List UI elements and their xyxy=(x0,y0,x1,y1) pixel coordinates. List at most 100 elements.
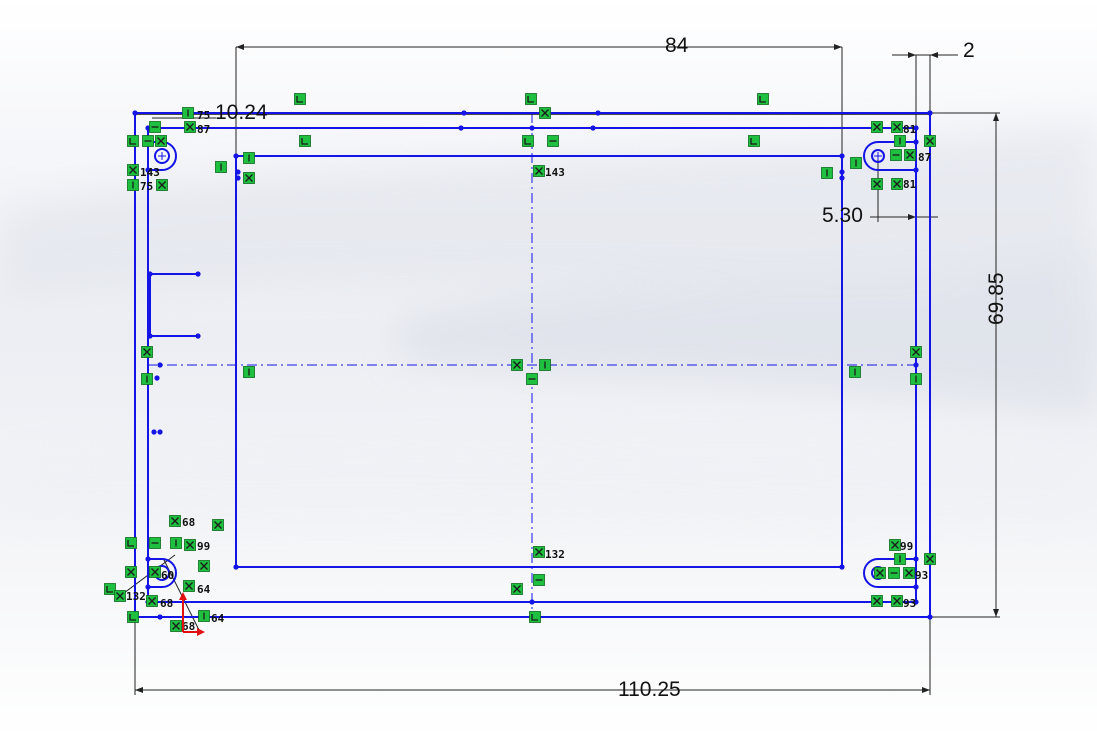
vertical-icon[interactable] xyxy=(182,107,194,119)
tangent-icon[interactable] xyxy=(511,583,523,595)
coincident-icon[interactable] xyxy=(529,611,541,623)
tangent-icon[interactable] xyxy=(871,595,883,607)
dimension-84[interactable]: 84 xyxy=(665,34,689,57)
sketch-point[interactable] xyxy=(913,125,919,131)
sketch-point[interactable] xyxy=(927,614,933,620)
tangent-icon[interactable] xyxy=(871,178,883,190)
tangent-icon[interactable] xyxy=(198,560,210,572)
sketch-point[interactable] xyxy=(233,564,239,570)
coincident-icon[interactable] xyxy=(104,583,116,595)
sketch-point[interactable] xyxy=(458,125,464,131)
sketch-point[interactable] xyxy=(590,125,596,131)
sketch-point[interactable] xyxy=(235,175,241,181)
vertical-icon[interactable] xyxy=(894,135,906,147)
horizontal-icon[interactable] xyxy=(149,121,161,133)
sketch-point[interactable] xyxy=(913,556,919,562)
tangent-icon[interactable] xyxy=(924,553,936,565)
sketch-point[interactable] xyxy=(195,271,201,277)
sketch-point[interactable] xyxy=(145,556,151,562)
tangent-icon[interactable] xyxy=(903,567,915,579)
sketch-point[interactable] xyxy=(913,167,919,173)
coincident-icon[interactable] xyxy=(294,93,306,105)
vertical-icon[interactable] xyxy=(215,161,227,173)
vertical-icon[interactable] xyxy=(243,152,255,164)
tangent-icon[interactable] xyxy=(874,567,886,579)
tangent-icon[interactable] xyxy=(910,346,922,358)
horizontal-icon[interactable] xyxy=(547,135,559,147)
sketch-point[interactable] xyxy=(913,362,919,368)
dimension-10-24[interactable]: 10.24 xyxy=(215,101,268,124)
vertical-icon[interactable] xyxy=(539,359,551,371)
hole-top-left[interactable] xyxy=(154,148,170,164)
slot-bottom-left[interactable] xyxy=(148,558,177,588)
coincident-icon[interactable] xyxy=(127,135,139,147)
coincident-icon[interactable] xyxy=(525,93,537,105)
tangent-icon[interactable] xyxy=(141,346,153,358)
tangent-icon[interactable] xyxy=(891,595,903,607)
sketch-point[interactable] xyxy=(529,125,535,131)
tangent-icon[interactable] xyxy=(156,179,168,191)
tangent-icon[interactable] xyxy=(212,519,224,531)
tangent-icon[interactable] xyxy=(127,164,139,176)
tangent-icon[interactable] xyxy=(125,566,137,578)
sketch-point[interactable] xyxy=(839,564,845,570)
tangent-icon[interactable] xyxy=(904,149,916,161)
vertical-icon[interactable] xyxy=(849,366,861,378)
sketch-point[interactable] xyxy=(595,110,601,116)
tangent-icon[interactable] xyxy=(539,107,551,119)
sketch-point[interactable] xyxy=(145,167,151,173)
left-bracket[interactable] xyxy=(149,273,198,337)
sketch-point[interactable] xyxy=(154,375,160,381)
tangent-icon[interactable] xyxy=(533,546,545,558)
tangent-icon[interactable] xyxy=(114,590,126,602)
coincident-icon[interactable] xyxy=(522,135,534,147)
hole-top-right[interactable] xyxy=(871,149,885,163)
coincident-icon[interactable] xyxy=(748,135,760,147)
sketch-point[interactable] xyxy=(913,584,919,590)
tangent-icon[interactable] xyxy=(243,172,255,184)
tangent-icon[interactable] xyxy=(891,121,903,133)
vertical-icon[interactable] xyxy=(243,366,255,378)
window-rectangle[interactable] xyxy=(235,155,843,568)
sketch-point[interactable] xyxy=(147,333,153,339)
tangent-icon[interactable] xyxy=(889,539,901,551)
vertical-icon[interactable] xyxy=(850,157,862,169)
horizontal-icon[interactable] xyxy=(149,537,161,549)
coincident-icon[interactable] xyxy=(125,537,137,549)
coincident-icon[interactable] xyxy=(757,93,769,105)
tangent-icon[interactable] xyxy=(149,566,161,578)
tangent-icon[interactable] xyxy=(184,121,196,133)
slot-top-right[interactable] xyxy=(863,141,916,171)
sketch-point[interactable] xyxy=(839,175,845,181)
sketch-point[interactable] xyxy=(157,429,163,435)
tangent-icon[interactable] xyxy=(170,620,182,632)
sketch-point[interactable] xyxy=(151,429,157,435)
sketch-point[interactable] xyxy=(529,599,535,605)
slot-bottom-right[interactable] xyxy=(863,558,916,588)
tangent-icon[interactable] xyxy=(871,121,883,133)
sketch-point[interactable] xyxy=(913,139,919,145)
vertical-icon[interactable] xyxy=(821,167,833,179)
tangent-icon[interactable] xyxy=(184,539,196,551)
sketch-point[interactable] xyxy=(132,110,138,116)
sketch-point[interactable] xyxy=(839,169,845,175)
dimension-110-25[interactable]: 110.25 xyxy=(618,678,681,701)
horizontal-icon[interactable] xyxy=(888,567,900,579)
sketch-point[interactable] xyxy=(157,362,163,368)
horizontal-icon[interactable] xyxy=(890,149,902,161)
vertical-icon[interactable] xyxy=(127,179,139,191)
sketch-point[interactable] xyxy=(195,333,201,339)
vertical-icon[interactable] xyxy=(894,553,906,565)
coincident-icon[interactable] xyxy=(299,135,311,147)
sketch-point[interactable] xyxy=(147,271,153,277)
coincident-icon[interactable] xyxy=(127,611,139,623)
vertical-icon[interactable] xyxy=(198,610,210,622)
sketch-point[interactable] xyxy=(461,110,467,116)
tangent-icon[interactable] xyxy=(891,178,903,190)
vertical-icon[interactable] xyxy=(170,537,182,549)
sketch-point[interactable] xyxy=(839,153,845,159)
vertical-icon[interactable] xyxy=(141,373,153,385)
tangent-icon[interactable] xyxy=(155,135,167,147)
sketch-point[interactable] xyxy=(157,614,163,620)
vertical-icon[interactable] xyxy=(910,373,922,385)
